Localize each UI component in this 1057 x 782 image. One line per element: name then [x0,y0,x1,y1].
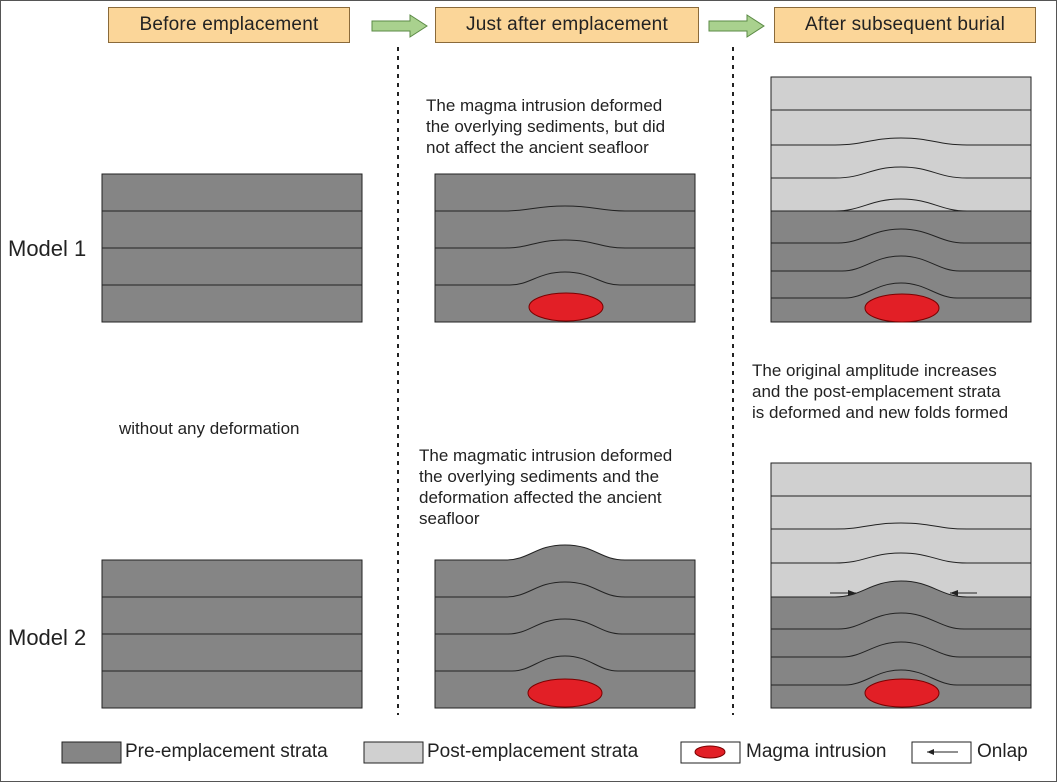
note-after-burial: The original amplitude increases and the… [752,360,1008,423]
legend-label-post-emplacement: Post-emplacement strata [427,741,639,762]
magma-intrusion [528,292,604,322]
onlap-arrow-left [830,590,856,596]
model2-just-after-block [434,544,696,709]
note-line: not affect the ancient seafloor [426,138,649,157]
note-line: is deformed and new folds formed [752,403,1009,422]
onlap-arrow-right [950,590,977,596]
model-label-1: Model 1 [8,236,87,261]
magma-intrusion [527,678,603,708]
stage-header-before: Before emplacement [108,7,350,43]
legend-label-magma: Magma intrusion [746,741,887,762]
note-model1-just-after: The magma intrusion deformed the overlyi… [426,95,665,158]
legend-label-pre-emplacement: Pre-emplacement strata [125,741,328,762]
note-line: the overlying sediments and the [419,467,660,486]
note-line: the overlying sediments, but did [426,117,666,136]
legend-onlap-arrowhead [927,749,934,755]
legend-label-onlap: Onlap [977,741,1028,762]
stage-arrow-1 [371,14,428,38]
stage-header-just-after: Just after emplacement [435,7,699,43]
magma-intrusion [864,293,940,323]
note-line: The magma intrusion deformed [426,96,663,115]
legend-swatch-magma-icon [694,745,726,759]
note-line: The original amplitude increases [752,361,997,380]
legend-swatch-post-emplacement [363,741,424,764]
note-line: and the post-emplacement strata [752,382,1001,401]
model1-after-burial-block [770,76,1032,323]
note-model2-just-after: The magmatic intrusion deformed the over… [419,445,672,529]
model1-before-block [101,173,363,323]
note-line: deformation affected the ancient [419,488,662,507]
model-label-2: Model 2 [8,625,87,650]
note-line: seafloor [419,509,480,528]
note-before-shared: without any deformation [119,419,300,438]
model1-just-after-block [434,173,696,323]
stage-arrow-2 [708,14,765,38]
stage-header-after-burial: After subsequent burial [774,7,1036,43]
legend-swatch-pre-emplacement [61,741,122,764]
model2-after-burial-block [770,462,1032,709]
note-line: The magmatic intrusion deformed [419,446,673,465]
magma-intrusion [864,678,940,708]
model2-before-block [101,559,363,709]
